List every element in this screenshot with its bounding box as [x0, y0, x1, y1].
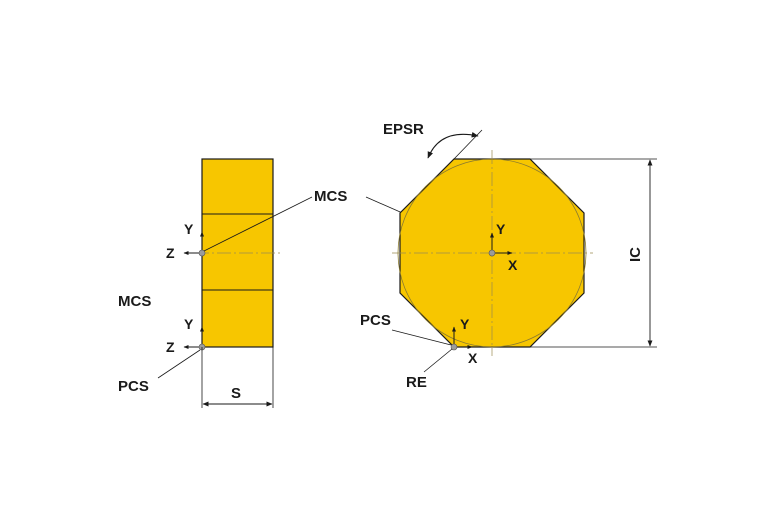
top-mcs-x-label: X — [508, 257, 518, 273]
top-pcs-y-label: Y — [460, 316, 470, 332]
mcs-leader-to-side — [203, 196, 313, 252]
top-mcs-point — [488, 249, 496, 257]
epsr-ref-line — [453, 129, 483, 160]
side-mcs-z-label: Z — [166, 245, 175, 261]
top-pcs-x-label: X — [468, 350, 478, 366]
top-pcs-label: PCS — [360, 312, 391, 329]
side-mcs-y-label: Y — [184, 221, 194, 237]
top-pcs-point — [450, 343, 458, 351]
side-pcs-label: PCS — [118, 378, 149, 395]
re-label: RE — [406, 374, 427, 391]
side-pcs-leader — [157, 349, 201, 379]
side-mcs-point — [198, 249, 206, 257]
side-mcs-label: MCS — [118, 293, 151, 310]
top-view: Y X Y X PCS RE EPSR IC — [360, 121, 657, 391]
epsr-arc — [427, 131, 479, 159]
top-mcs-y-label: Y — [496, 221, 506, 237]
re-leader — [423, 348, 453, 373]
s-label: S — [231, 385, 241, 402]
side-pcs-z-label: Z — [166, 339, 175, 355]
side-pcs-y-label: Y — [184, 316, 194, 332]
mcs-label: MCS — [314, 188, 347, 205]
ic-label: IC — [627, 247, 644, 262]
side-view: Y Z Y Z MCS PCS S — [118, 158, 282, 408]
top-pcs-leader — [391, 329, 452, 346]
epsr-label: EPSR — [383, 121, 424, 138]
